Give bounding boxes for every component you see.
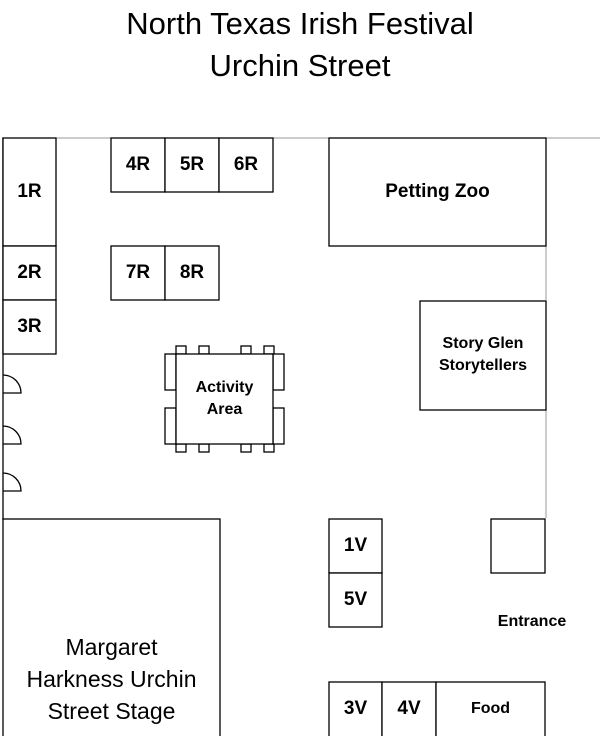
booth-8r[interactable]: 8R <box>164 245 220 301</box>
door-icon <box>2 472 22 492</box>
story-glen-label-2: Storytellers <box>439 357 527 374</box>
booth-4v[interactable]: 4V <box>381 681 437 736</box>
booth-4v-label: 4V <box>397 698 421 719</box>
booth-5r[interactable]: 5R <box>164 137 220 193</box>
booth-5v[interactable]: 5V <box>328 572 383 628</box>
chair <box>263 345 275 355</box>
booth-1r[interactable]: 1R <box>2 137 57 247</box>
booth-3v[interactable]: 3V <box>328 681 383 736</box>
stage[interactable]: Margaret Harkness Urchin Street Stage <box>2 518 221 736</box>
chair <box>175 443 187 453</box>
booth-3v-label: 3V <box>344 698 368 719</box>
bench <box>272 407 285 445</box>
activity-table <box>175 353 274 445</box>
entrance-label: Entrance <box>498 613 567 630</box>
booth-6r-label: 6R <box>234 154 259 175</box>
booth-2r-label: 2R <box>17 262 42 283</box>
stage-label-1: Margaret <box>65 634 158 660</box>
booth-7r-label: 7R <box>126 262 151 283</box>
booth-2r[interactable]: 2R <box>2 245 57 301</box>
activity-area-label-2: Area <box>207 401 243 418</box>
chair <box>198 443 210 453</box>
story-glen-label-1: Story Glen <box>443 335 524 352</box>
stage-label-3: Street Stage <box>48 698 176 724</box>
map-subtitle: Urchin Street <box>209 48 391 83</box>
booth-4r-label: 4R <box>126 154 151 175</box>
stage-label-2: Harkness Urchin <box>27 666 197 692</box>
bench <box>164 353 177 391</box>
booth-6r[interactable]: 6R <box>218 137 274 193</box>
petting-zoo-label: Petting Zoo <box>385 181 489 202</box>
booth-3r[interactable]: 3R <box>2 299 57 355</box>
booth-1v[interactable]: 1V <box>328 518 383 574</box>
booth-8r-label: 8R <box>180 262 205 283</box>
map-title: North Texas Irish Festival <box>126 6 474 41</box>
story-glen-storytellers[interactable]: Story Glen Storytellers <box>419 300 547 411</box>
door-icon <box>2 425 22 445</box>
booth-1r-label: 1R <box>17 181 42 202</box>
booth-7r[interactable]: 7R <box>110 245 166 301</box>
door-icon <box>2 374 22 394</box>
activity-area[interactable]: Activity Area <box>164 345 285 453</box>
chair <box>198 345 210 355</box>
booth-3r-label: 3R <box>17 316 42 337</box>
booth-5r-label: 5R <box>180 154 205 175</box>
chair <box>240 443 252 453</box>
bench <box>272 353 285 391</box>
bench <box>164 407 177 445</box>
activity-area-label-1: Activity <box>196 379 254 396</box>
booth-5v-label: 5V <box>344 589 368 610</box>
booth-1v-label: 1V <box>344 535 368 556</box>
food-label: Food <box>471 700 510 717</box>
food-area[interactable]: Food <box>435 681 546 736</box>
chair <box>263 443 275 453</box>
entrance-kiosk <box>490 518 546 574</box>
chair <box>175 345 187 355</box>
petting-zoo[interactable]: Petting Zoo <box>328 137 547 247</box>
booth-4r[interactable]: 4R <box>110 137 166 193</box>
chair <box>240 345 252 355</box>
